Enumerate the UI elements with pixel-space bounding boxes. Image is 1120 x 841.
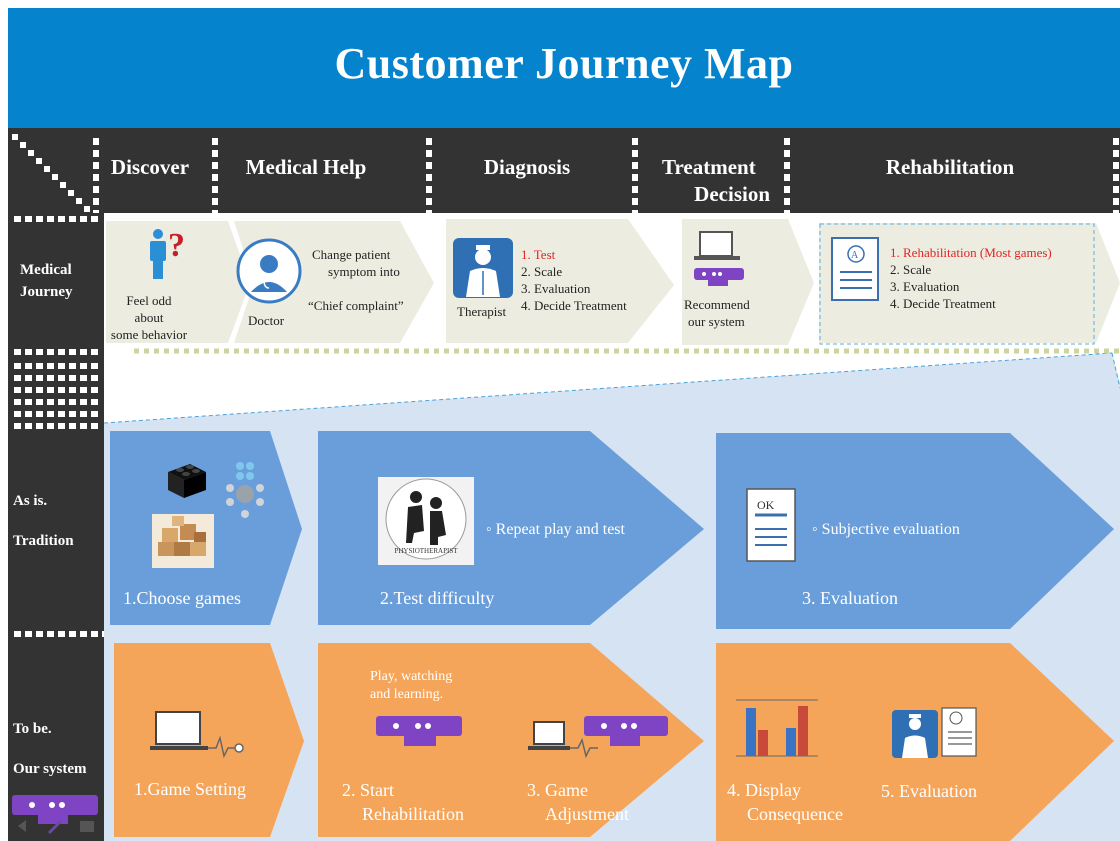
- stage-rehabilitation: Rehabilitation: [885, 155, 1015, 179]
- row-label-medical-journey: Medical Journey: [20, 259, 73, 303]
- as-is-step2-bullet: ◦ Repeat play and test: [486, 521, 625, 538]
- doctor-note-l2: symptom into: [328, 264, 400, 279]
- to-be-step2-l2: Rehabilitation: [362, 804, 464, 824]
- as-is-chevron-3: [716, 433, 1114, 629]
- recommend-note: Recommend our system: [684, 296, 750, 330]
- puzzle-icon: [226, 462, 264, 518]
- therapist-list: 1. Test 2. Scale 3. Evaluation 4. Decide…: [521, 246, 627, 314]
- stage-treatment-decision: Treatment Decision: [640, 154, 780, 208]
- physio-badge-text: PHYSIOTHERAPIST: [394, 547, 458, 555]
- to-be-step2-label: 2. Start Rehabilitation: [342, 778, 464, 826]
- to-be-step3-l1: 3. Game: [527, 780, 588, 800]
- laptop-pulse-icon: [150, 711, 244, 758]
- discover-note-l3: some behavior: [110, 327, 188, 342]
- mj-chevron-5: [819, 223, 1120, 343]
- as-is-step3-label: 3. Evaluation: [802, 588, 898, 608]
- doctor-note: Change patient symptom into “Chief compl…: [308, 246, 418, 314]
- blocks-icon: [152, 514, 214, 568]
- as-is-step1-label: 1.Choose games: [123, 588, 241, 608]
- to-be-step1-label: 1.Game Setting: [134, 779, 246, 799]
- therapist-item-1: 1. Test: [521, 247, 556, 262]
- laptop-kinect-icon: [694, 231, 744, 286]
- stage-discover: Discover: [110, 155, 190, 179]
- stage-diagnosis: Diagnosis: [483, 155, 571, 179]
- to-be-note-l1: Play, watching: [370, 669, 453, 684]
- to-be-note-l2: and learning.: [370, 687, 444, 702]
- lego-icon: [168, 464, 206, 498]
- stage-treatment-l2: Decision: [694, 182, 770, 206]
- row-label-medical-journey-l1: Medical: [20, 262, 72, 278]
- rehab-highlight-box: [819, 223, 1095, 345]
- rehab-item-2: 2. Scale: [890, 262, 932, 277]
- therapist-icon: [453, 238, 513, 298]
- svg-text:?: ?: [168, 227, 185, 264]
- document-ok-text: OK: [757, 498, 775, 512]
- as-is-step3-bullet: ◦ Subjective evaluation: [812, 521, 960, 538]
- therapist-item-4: 4. Decide Treatment: [521, 298, 627, 313]
- rehab-item-3: 3. Evaluation: [890, 279, 960, 294]
- rehab-item-4: 4. Decide Treatment: [890, 296, 996, 311]
- doctor-note-l3: “Chief complaint”: [308, 298, 404, 313]
- sidebar-dots: [14, 216, 131, 637]
- to-be-step4-l1: 4. Display: [727, 780, 801, 800]
- stage-treatment-l1: Treatment: [662, 155, 756, 179]
- row-label-to-be-l1: To be.: [13, 721, 52, 737]
- mj-chevron-1: [106, 221, 250, 343]
- physio-icon: PHYSIOTHERAPIST: [378, 477, 474, 565]
- rehab-item-1: 1. Rehabilitation (Most games): [890, 245, 1052, 260]
- to-be-step3-l2: Adjustment: [545, 804, 629, 824]
- chart-icon: [736, 699, 818, 757]
- to-be-chevron-1: [114, 643, 304, 837]
- document-icon: OK: [746, 488, 796, 562]
- to-be-step4-l2: Consequence: [747, 804, 843, 824]
- to-be-chevron-2: [318, 643, 704, 837]
- doctor-icon: [236, 238, 302, 304]
- recommend-note-l2: our system: [688, 314, 745, 329]
- row-label-medical-journey-l2: Journey: [20, 284, 73, 300]
- discover-note-l1: Feel odd: [126, 293, 172, 308]
- row-label-as-is-l1: As is.: [13, 493, 48, 509]
- row-label-as-is: As is. Tradition: [13, 481, 74, 561]
- journey-canvas: [104, 219, 1120, 841]
- doctor-note-l1: Change patient: [312, 247, 391, 262]
- row-label-as-is-l2: Tradition: [13, 533, 74, 549]
- title-bar: [8, 8, 1120, 128]
- question-person-icon: ?: [150, 227, 185, 279]
- row-label-to-be: To be. Our system: [13, 709, 86, 789]
- to-be-step5-label: 5. Evaluation: [881, 781, 977, 801]
- games-icons: [152, 462, 264, 568]
- row-label-sidebar: [8, 213, 104, 841]
- as-is-step2-label: 2.Test difficulty: [380, 588, 495, 608]
- report-icon: A: [831, 237, 879, 301]
- row-label-to-be-l2: Our system: [13, 761, 87, 777]
- to-be-note: Play, watching and learning.: [370, 668, 452, 704]
- rehab-list: 1. Rehabilitation (Most games) 2. Scale …: [890, 244, 1052, 312]
- laptop-kinect-adjust-icon: [528, 716, 668, 758]
- therapist-label: Therapist: [457, 304, 507, 319]
- therapist-report-icon: [892, 707, 977, 758]
- to-be-step4-label: 4. Display Consequence: [727, 778, 843, 826]
- therapist-item-2: 2. Scale: [521, 264, 563, 279]
- svg-text:A: A: [851, 250, 859, 261]
- stage-separators: [12, 134, 1119, 213]
- doctor-label: Doctor: [248, 313, 285, 328]
- stage-header-bar: [8, 128, 1120, 213]
- therapist-item-3: 3. Evaluation: [521, 281, 591, 296]
- stage-medical-help: Medical Help: [245, 155, 367, 179]
- page-title: Customer Journey Map: [334, 39, 794, 88]
- kinect-icon: [376, 716, 462, 746]
- discover-note: Feel odd about some behavior: [110, 292, 188, 343]
- to-be-step2-l1: 2. Start: [342, 780, 394, 800]
- discover-note-l2: about: [134, 310, 164, 325]
- kinect-sidebar-icon: [12, 795, 98, 834]
- to-be-step3-label: 3. Game Adjustment: [527, 778, 629, 826]
- recommend-note-l1: Recommend: [684, 297, 750, 312]
